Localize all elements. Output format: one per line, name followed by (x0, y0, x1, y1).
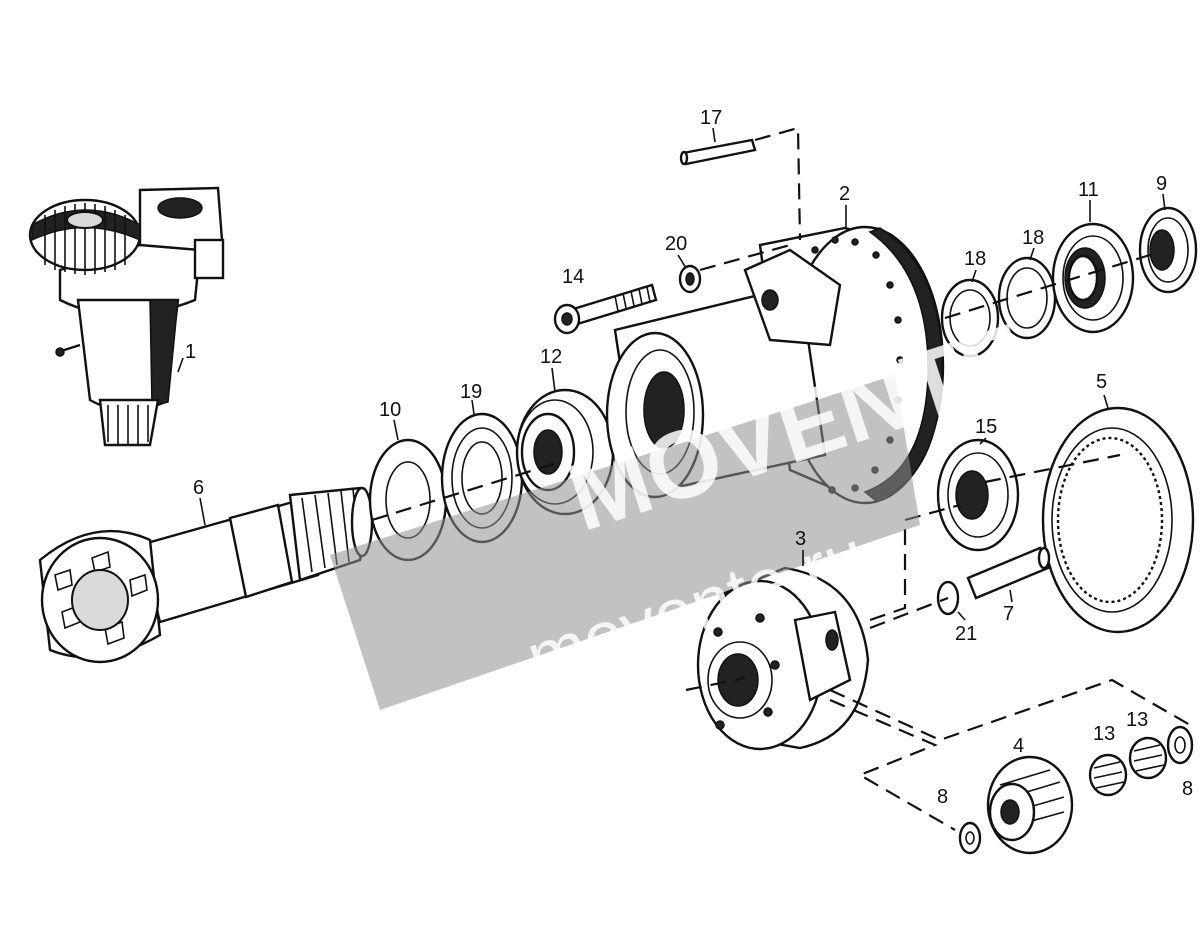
callout-19: 19 (460, 381, 482, 403)
part-4-planet-gear (986, 755, 1074, 855)
callout-11: 11 (1078, 179, 1099, 201)
callout-8b: 8 (1182, 778, 1193, 800)
callout-10: 10 (379, 399, 401, 421)
callout-leaders (177, 127, 1166, 621)
callout-5: 5 (1096, 371, 1107, 393)
assembly-lines (371, 126, 1191, 831)
callout-15: 15 (975, 416, 997, 438)
part-11-bearing (1051, 222, 1135, 334)
callout-4: 4 (1013, 735, 1024, 757)
callout-20: 20 (665, 233, 687, 255)
part-8-washer-left (958, 821, 982, 855)
part-15-seal (936, 438, 1020, 552)
part-5-ring-gear (1041, 406, 1195, 634)
part-18-ring-a (940, 278, 1000, 358)
callout-13b: 13 (1126, 709, 1148, 731)
callout-3: 3 (795, 528, 806, 550)
part-6-pinion-shaft (38, 486, 374, 664)
part-1-motor-unit (28, 186, 225, 447)
callout-13a: 13 (1093, 723, 1115, 745)
callout-21: 21 (955, 623, 977, 645)
part-13-needle-roller-a (1088, 753, 1128, 797)
part-8-washer-right (1166, 725, 1194, 765)
part-17-pin (679, 138, 757, 166)
part-9-bearing (1138, 206, 1198, 294)
part-13-needle-roller-b (1128, 736, 1168, 780)
callout-8a: 8 (937, 786, 948, 808)
part-3-planet-carrier (696, 566, 870, 751)
part-20-washer (678, 264, 702, 294)
callout-9: 9 (1156, 173, 1167, 195)
callout-17: 17 (700, 107, 722, 129)
callout-18b: 18 (1022, 227, 1044, 249)
part-14-screw (553, 283, 658, 335)
callout-1: 1 (185, 341, 196, 363)
callout-6: 6 (193, 477, 204, 499)
callout-labels: 1 2 3 4 5 6 7 8 8 9 10 11 12 13 13 14 15… (185, 107, 1193, 808)
part-7-pin (966, 546, 1051, 600)
callout-12: 12 (540, 346, 562, 368)
callout-14: 14 (562, 266, 584, 288)
callout-2: 2 (839, 183, 850, 205)
callout-7: 7 (1003, 603, 1014, 625)
callout-18a: 18 (964, 248, 986, 270)
